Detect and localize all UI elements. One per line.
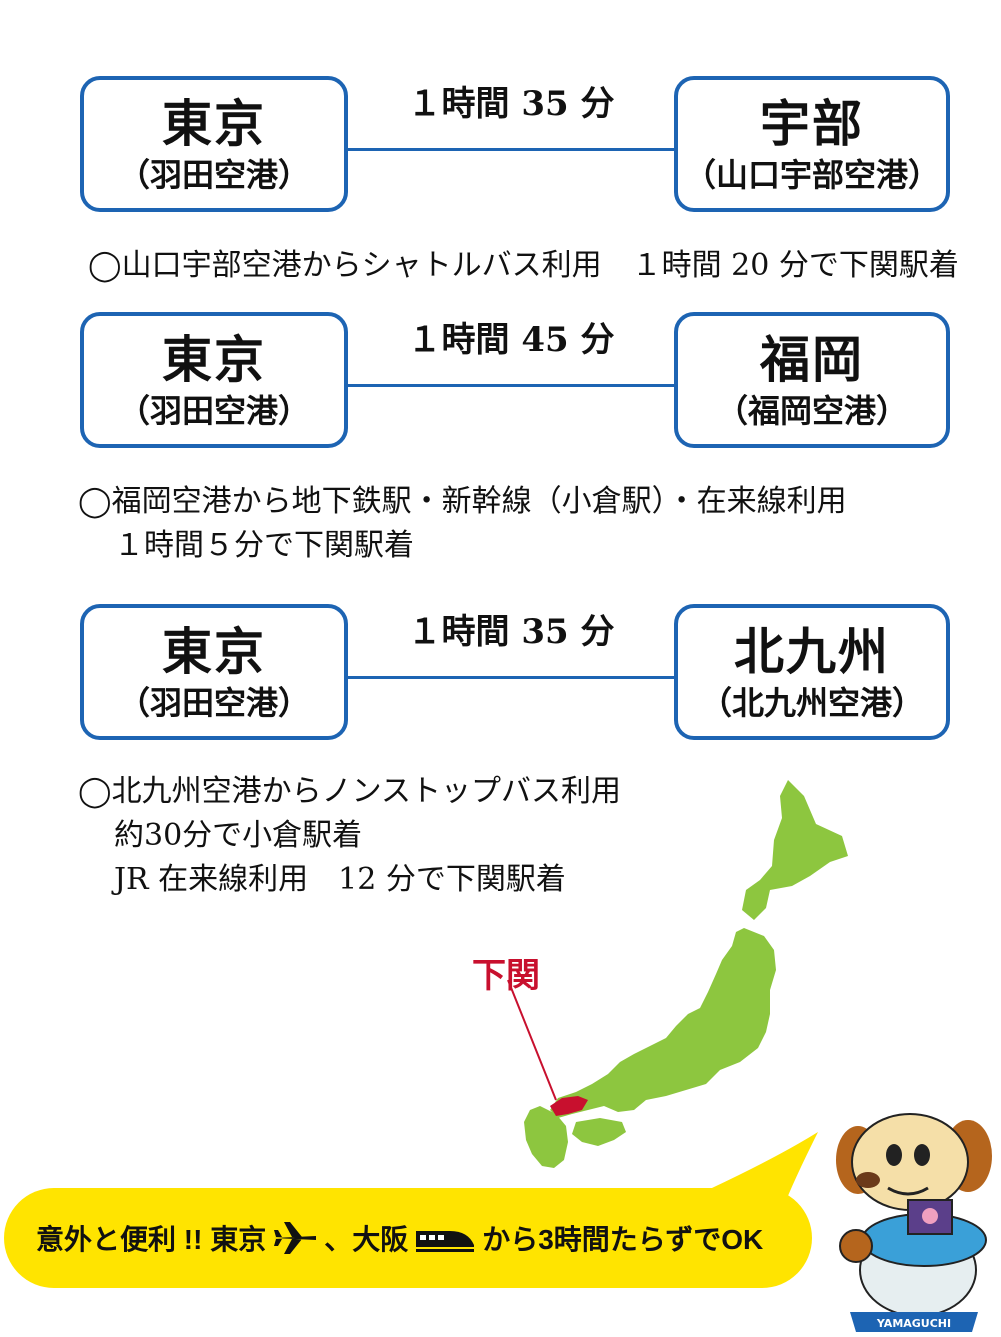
destination-city: 北九州 [734,622,890,681]
route-note: ◯山口宇部空港からシャトルバス利用 １時間 20 分で下関駅着 [88,244,959,288]
destination-airport: （福岡空港） [715,392,908,430]
route-note: ◯北九州空港からノンストップバス利用 約30分で小倉駅着 JR 在来線利用 12… [78,770,621,902]
destination-city: 宇部 [760,94,864,153]
japan-map [507,780,848,1168]
kyushu-shape [524,1106,568,1168]
origin-box: 東京 （羽田空港） [80,604,348,740]
destination-airport: （山口宇部空港） [683,156,940,194]
note-line: ◯山口宇部空港からシャトルバス利用 １時間 20 分で下関駅着 [88,248,959,283]
route-tokyo-ube: 東京 （羽田空港） １時間 35 分 宇部 （山口宇部空港） [0,76,1001,226]
origin-airport: （羽田空港） [117,684,310,722]
note-line: １時間５分で下関駅着 [114,528,414,563]
route-connector [346,384,676,387]
access-banner: 意外と便利 !! 東京 、大阪 から3時間たらずでOK [4,1188,812,1288]
origin-city: 東京 [162,330,266,389]
origin-airport: （羽田空港） [117,392,310,430]
banner-text-time: から3時間たらずでOK [482,1224,764,1255]
destination-city: 福岡 [760,330,864,389]
mascot-illustration: YAMAGUCHI [836,1113,992,1332]
shinkansen-icon [416,1231,475,1252]
origin-city: 東京 [162,622,266,681]
banner-text-osaka: 、大阪 [324,1224,409,1255]
note-line: ◯北九州空港からノンストップバス利用 [78,774,621,809]
origin-city: 東京 [162,94,266,153]
route-connector [346,148,676,151]
label-leader-line [507,979,557,1101]
origin-box: 東京 （羽田空港） [80,312,348,448]
note-line: 約30分で小倉駅着 [114,818,363,853]
route-tokyo-kitakyushu: 東京 （羽田空港） １時間 35 分 北九州 （北九州空港） [0,604,1001,754]
hokkaido-shape [742,780,848,920]
destination-box: 宇部 （山口宇部空港） [674,76,950,212]
destination-airport: （北九州空港） [699,684,924,722]
flight-duration: １時間 45 分 [407,320,615,360]
flight-duration: １時間 35 分 [407,84,615,124]
shimonoseki-region-highlight [550,1096,588,1116]
banner-text-tokyo: 意外と便利 !! 東京 [36,1224,267,1255]
note-line: JR 在来線利用 12 分で下関駅着 [114,862,566,897]
route-note: ◯福岡空港から地下鉄駅・新幹線（小倉駅）・在来線利用 １時間５分で下関駅着 [78,480,847,568]
route-connector [346,676,676,679]
route-tokyo-fukuoka: 東京 （羽田空港） １時間 45 分 福岡 （福岡空港） [0,312,1001,462]
map-label-shimonoseki: 下関 [472,956,540,996]
mascot-badge-text: YAMAGUCHI [876,1317,951,1330]
shikoku-shape [572,1118,626,1146]
flight-duration: １時間 35 分 [407,612,615,652]
honshu-shape [550,928,776,1118]
airplane-icon [274,1222,317,1254]
destination-box: 北九州 （北九州空港） [674,604,950,740]
note-line: ◯福岡空港から地下鉄駅・新幹線（小倉駅）・在来線利用 [78,484,847,519]
origin-box: 東京 （羽田空港） [80,76,348,212]
destination-box: 福岡 （福岡空港） [674,312,950,448]
origin-airport: （羽田空港） [117,156,310,194]
